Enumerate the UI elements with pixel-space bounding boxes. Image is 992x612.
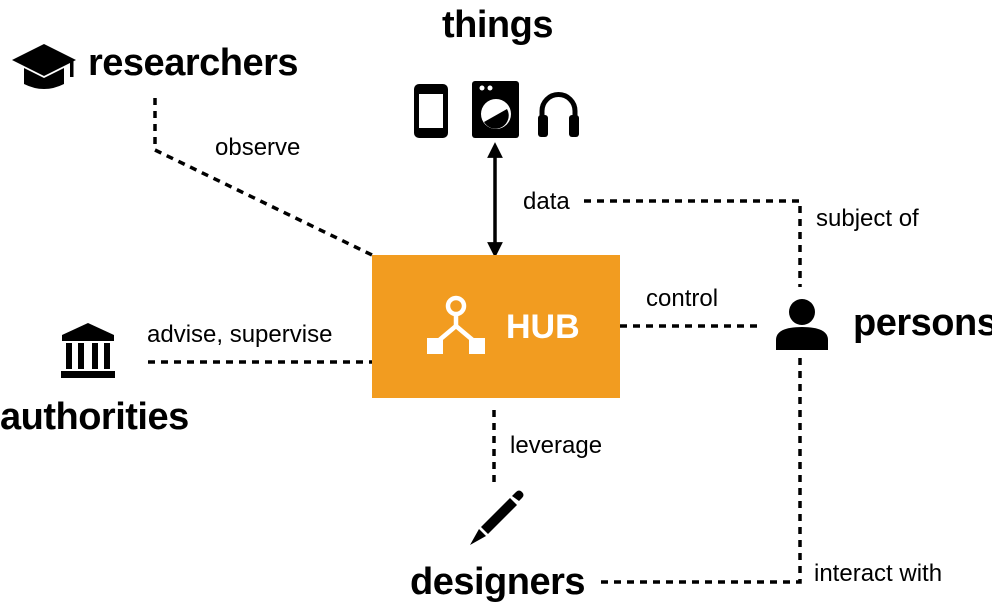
node-label-authorities: authorities — [0, 396, 189, 438]
hub-box — [372, 255, 620, 398]
edge-researchers-hub — [153, 98, 373, 257]
edge-label-leverage: leverage — [510, 432, 603, 459]
headphones-icon — [538, 92, 579, 137]
graduation-cap-icon — [12, 44, 76, 89]
smartphone-icon — [414, 84, 448, 138]
node-label-persons: persons — [853, 302, 992, 344]
edge-label-interact-with: interact with — [814, 560, 943, 587]
edge-label-observe: observe — [215, 134, 301, 161]
hub-label: HUB — [506, 308, 580, 346]
washing-machine-icon — [472, 81, 519, 138]
node-label-researchers: researchers — [88, 42, 299, 84]
institution-icon — [61, 323, 115, 378]
edge-label-data: data — [523, 188, 570, 215]
edge-label-control: control — [646, 285, 719, 312]
edge-label-subject-of: subject of — [816, 205, 919, 232]
node-label-things: things — [442, 4, 553, 46]
hub-network-icon — [427, 295, 485, 354]
edge-persons-designers — [598, 358, 802, 584]
person-icon — [776, 299, 828, 350]
pencil-icon — [470, 490, 524, 545]
edge-label-advise-supervise: advise, supervise — [147, 321, 333, 348]
edge-data-persons — [584, 199, 802, 287]
node-label-designers: designers — [410, 561, 586, 603]
